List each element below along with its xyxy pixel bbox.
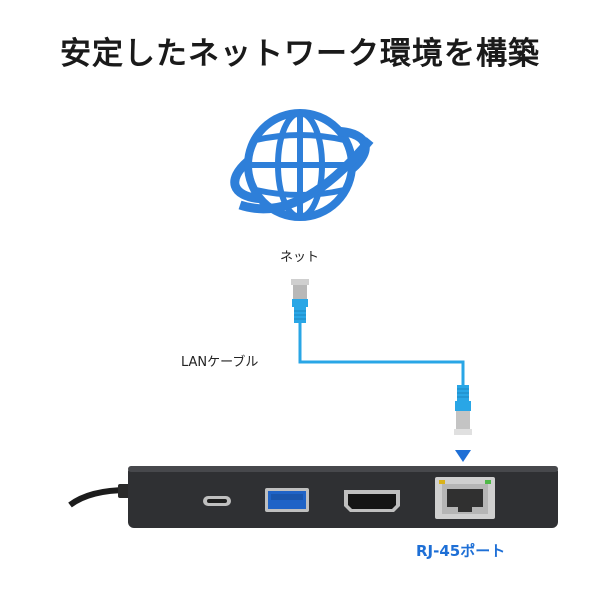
cable-connector-bottom [454, 385, 472, 435]
net-label: ネット [280, 250, 320, 265]
page-title: 安定したネットワーク環境を構築 [60, 36, 540, 72]
cable-connector-top [291, 279, 309, 323]
lan-cable-line [298, 323, 465, 385]
usb-hub [128, 466, 558, 528]
rj45-port-label: RJ-45ポート [416, 542, 506, 560]
globe-icon [230, 109, 374, 221]
lan-cable-label: LANケーブル [181, 355, 259, 370]
arrow-down-icon [455, 450, 471, 462]
usb-c-port [203, 496, 231, 506]
rj45-port [435, 477, 495, 519]
hdmi-port [344, 490, 400, 512]
usb-a-port [265, 488, 309, 512]
